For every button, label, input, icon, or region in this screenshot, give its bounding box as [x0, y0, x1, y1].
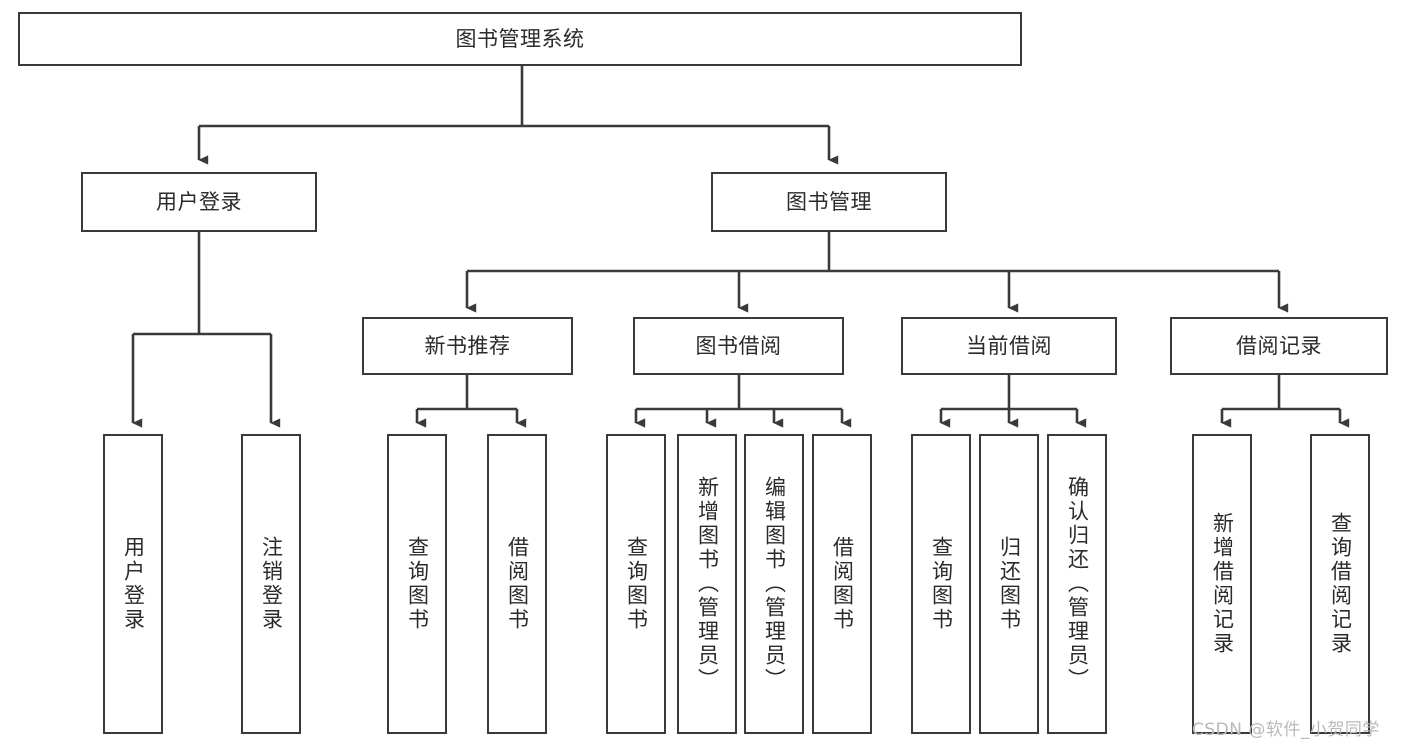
- node-leaf-query-record-label: 查询借阅记录: [1328, 512, 1353, 656]
- node-leaf-query-record[interactable]: 查询借阅记录: [1310, 434, 1370, 734]
- node-leaf-query-book-2-label: 查询图书: [624, 536, 649, 632]
- node-leaf-add-record[interactable]: 新增借阅记录: [1192, 434, 1252, 734]
- user-login-to-leaves-connectors: [131, 232, 281, 428]
- node-leaf-confirm-return-label: 确认归还（管理员）: [1065, 476, 1090, 692]
- node-book-borrow-label: 图书借阅: [695, 333, 782, 358]
- current-borrow-to-leaves-connectors: [939, 375, 1087, 428]
- node-book-manage[interactable]: 图书管理: [711, 172, 947, 232]
- node-leaf-logout-label: 注销登录: [259, 536, 284, 632]
- node-current-borrow-label: 当前借阅: [966, 333, 1052, 358]
- node-user-login-label: 用户登录: [156, 189, 242, 214]
- node-leaf-borrow-book-1-label: 借阅图书: [505, 536, 530, 632]
- node-borrow-record[interactable]: 借阅记录: [1170, 317, 1388, 375]
- node-leaf-query-book-3-label: 查询图书: [929, 536, 954, 632]
- borrow-record-to-leaves-connectors: [1220, 375, 1350, 428]
- node-leaf-query-book-1[interactable]: 查询图书: [387, 434, 447, 734]
- book-borrow-to-leaves-connectors: [634, 375, 852, 428]
- node-leaf-user-login[interactable]: 用户登录: [103, 434, 163, 734]
- node-current-borrow[interactable]: 当前借阅: [901, 317, 1117, 375]
- node-root[interactable]: 图书管理系统: [18, 12, 1022, 66]
- node-leaf-user-login-label: 用户登录: [121, 536, 146, 632]
- node-leaf-borrow-book-1[interactable]: 借阅图书: [487, 434, 547, 734]
- node-book-manage-label: 图书管理: [786, 189, 872, 214]
- node-leaf-borrow-book-2[interactable]: 借阅图书: [812, 434, 872, 734]
- book-manage-to-level3-connectors: [465, 232, 1289, 313]
- node-new-book-rec-label: 新书推荐: [424, 333, 511, 358]
- node-leaf-query-book-1-label: 查询图书: [405, 536, 430, 632]
- node-leaf-add-record-label: 新增借阅记录: [1210, 512, 1235, 656]
- node-leaf-edit-book-label: 编辑图书（管理员）: [762, 476, 787, 692]
- node-user-login[interactable]: 用户登录: [81, 172, 317, 232]
- node-book-borrow[interactable]: 图书借阅: [633, 317, 844, 375]
- node-leaf-edit-book[interactable]: 编辑图书（管理员）: [744, 434, 804, 734]
- node-new-book-rec[interactable]: 新书推荐: [362, 317, 573, 375]
- node-leaf-query-book-2[interactable]: 查询图书: [606, 434, 666, 734]
- node-leaf-add-book[interactable]: 新增图书（管理员）: [677, 434, 737, 734]
- node-leaf-query-book-3[interactable]: 查询图书: [911, 434, 971, 734]
- node-leaf-logout[interactable]: 注销登录: [241, 434, 301, 734]
- node-borrow-record-label: 借阅记录: [1236, 333, 1322, 358]
- node-leaf-add-book-label: 新增图书（管理员）: [695, 476, 720, 692]
- new-book-rec-to-leaves-connectors: [415, 375, 527, 428]
- node-leaf-return-book[interactable]: 归还图书: [979, 434, 1039, 734]
- node-leaf-confirm-return[interactable]: 确认归还（管理员）: [1047, 434, 1107, 734]
- node-leaf-borrow-book-2-label: 借阅图书: [830, 536, 855, 632]
- root-to-level2-connectors: [197, 66, 839, 165]
- node-root-label: 图书管理系统: [455, 26, 585, 51]
- csdn-watermark: CSDN @软件_小贺同学: [1192, 720, 1380, 740]
- node-leaf-return-book-label: 归还图书: [997, 536, 1022, 632]
